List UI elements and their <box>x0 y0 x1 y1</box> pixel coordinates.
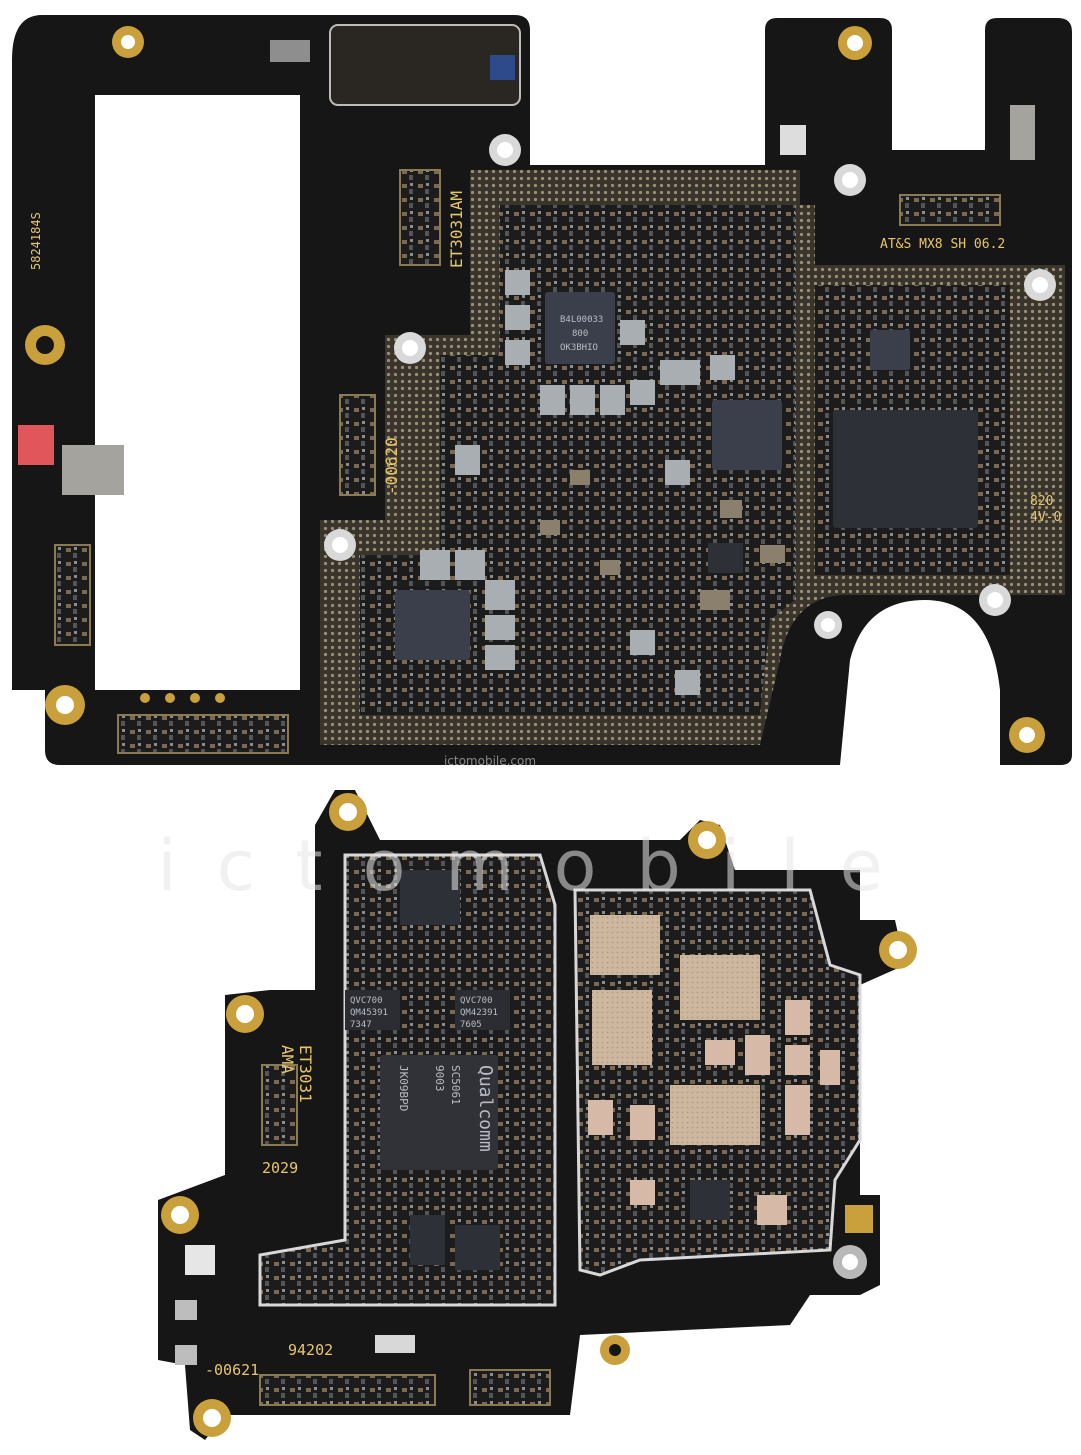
label-ama: AMA <box>278 1045 297 1074</box>
pmic-left <box>345 990 400 1030</box>
qr-code <box>185 1245 215 1275</box>
pmic-chip-line-3: OK3BHIO <box>560 343 598 353</box>
pmic-left-line-2: QM45391 <box>350 1008 388 1018</box>
pmic-chip-line-1: B4L00033 <box>560 315 603 325</box>
chip-lower-left <box>395 590 470 660</box>
bottom-board: QVC700 QM45391 7347 QVC700 QM42391 7605 … <box>158 790 917 1440</box>
inductor-array <box>420 270 735 695</box>
bottom-fpc-main <box>259 1374 436 1406</box>
pmic-chip <box>545 292 615 364</box>
bottom-mounting-holes <box>161 793 917 1437</box>
bottom-fpc-small <box>469 1369 551 1406</box>
watermark-small: ictomobile.com <box>444 754 536 768</box>
right-shield <box>573 888 862 1277</box>
label-00621: -00621 <box>205 1361 259 1379</box>
pmic-right-line-2: QM42391 <box>460 1008 498 1018</box>
top-mounting-holes <box>324 134 1056 639</box>
fpc-connector-right <box>899 194 1001 226</box>
label-et3031am: ET3031AM <box>447 191 466 268</box>
qualcomm-line-3: JK09BPD <box>397 1065 410 1111</box>
fpc-connector-left <box>54 544 91 646</box>
label-ats: AT&S MX8 SH 06.2 <box>880 237 1005 252</box>
label-side-2: 4V-0 <box>1030 510 1061 525</box>
red-pad <box>18 425 54 465</box>
fpc-connector-upper <box>399 169 441 266</box>
label-side-1: 820 <box>1030 494 1053 509</box>
pmic-right-line-1: QVC700 <box>460 996 493 1006</box>
pmic-chip-line-2: 800 <box>572 329 588 339</box>
pmic-left-line-3: 7347 <box>350 1020 372 1030</box>
fpc-connector-bottom <box>117 714 289 754</box>
qualcomm-line-2: 9003 <box>433 1065 446 1092</box>
qualcomm-line-1: SC5061 <box>449 1065 462 1105</box>
chip-large-right <box>833 410 978 528</box>
pmic-left-line-1: QVC700 <box>350 996 383 1006</box>
pmic-right-line-3: 7605 <box>460 1020 482 1030</box>
label-serial: 5824184S <box>29 212 43 270</box>
label-94202: 94202 <box>288 1341 333 1359</box>
top-board: B4L00033 800 OK3BHIO <box>12 15 1072 765</box>
bottom-fpc-left <box>261 1064 298 1146</box>
rf-modules <box>588 915 840 1225</box>
chip-square <box>712 400 782 470</box>
qualcomm-brand: Qualcomm <box>475 1065 496 1152</box>
label-00620: -00620 <box>382 437 401 495</box>
watermark: ictomobile <box>157 825 923 907</box>
qualcomm-chip <box>380 1055 498 1170</box>
metal-bracket <box>62 445 124 495</box>
fpc-connector-mid <box>339 394 376 496</box>
label-2029: 2029 <box>262 1159 298 1177</box>
label-et3031: ET3031 <box>296 1045 315 1103</box>
pmic-right <box>455 990 510 1030</box>
